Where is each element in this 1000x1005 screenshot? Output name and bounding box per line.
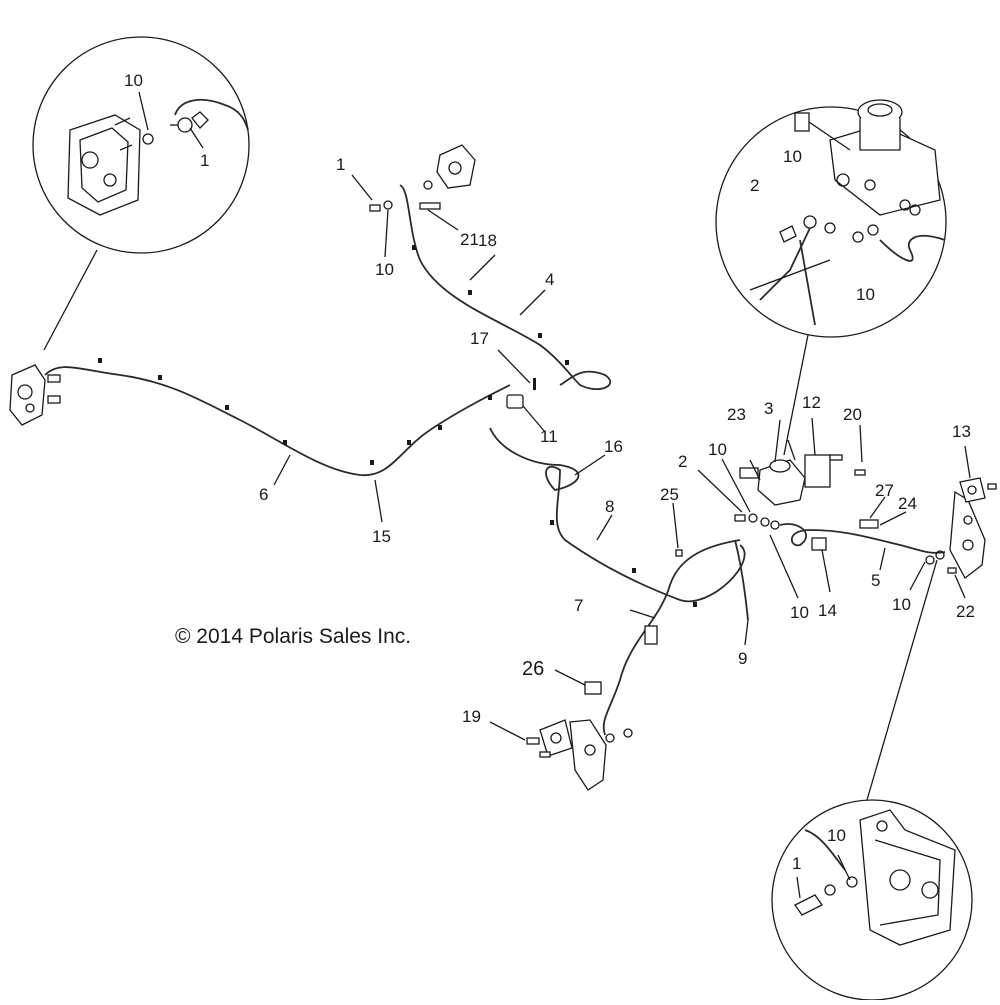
callout: 19 (462, 707, 481, 726)
callout: 5 (871, 571, 880, 590)
callout: 24 (898, 494, 917, 513)
callout: 3 (764, 399, 773, 418)
callout: 21 (460, 230, 479, 249)
callout: 14 (818, 601, 837, 620)
line-clips-top (412, 245, 569, 365)
leader-lines (138, 91, 971, 899)
detail-circle-rear-caliper (771, 559, 973, 1001)
line-clips-mid (550, 520, 697, 607)
callout: 15 (372, 527, 391, 546)
callout: 18 (478, 231, 497, 250)
master-cylinder (734, 454, 831, 530)
front-left-caliper (9, 364, 61, 426)
brake-line-8 (489, 427, 746, 603)
detail-circle-master-cylinder (715, 99, 947, 456)
callout: 2 (678, 452, 687, 471)
callout: 22 (956, 602, 975, 621)
callout: 10 (783, 147, 802, 166)
line-clips-left (98, 358, 492, 465)
callout: 12 (802, 393, 821, 412)
hose-bracket-26 (584, 681, 602, 695)
callout: 10 (375, 260, 394, 279)
callout: 6 (259, 485, 268, 504)
callout: 9 (738, 649, 747, 668)
callout: 26 (522, 658, 544, 680)
callout: 10 (856, 285, 875, 304)
callout: 1 (336, 155, 345, 174)
rear-right-caliper (925, 477, 997, 579)
callout: 10 (892, 595, 911, 614)
brake-line-9 (734, 539, 749, 621)
junction-block (506, 378, 536, 409)
detail-circle-front-left (32, 36, 250, 351)
clip-bracket (644, 625, 658, 645)
callout: 16 (604, 437, 623, 456)
callout-labels: 10 1 1 10 21 18 4 17 11 16 6 15 10 2 10 … (124, 71, 975, 873)
callout: 10 (708, 440, 727, 459)
callout: 25 (660, 485, 679, 504)
fasteners (675, 454, 866, 557)
rear-left-caliper (526, 719, 633, 791)
callout: 10 (827, 826, 846, 845)
copyright-text: © 2014 Polaris Sales Inc. (175, 625, 411, 648)
callout: 23 (727, 405, 746, 424)
callout: 13 (952, 422, 971, 441)
callout: 27 (875, 481, 894, 500)
clip-27 (859, 519, 879, 529)
callout: 1 (200, 151, 209, 170)
brake-line-6 (44, 366, 511, 476)
callout: 8 (605, 497, 614, 516)
bracket-14 (811, 537, 827, 551)
brake-line-7 (602, 539, 741, 736)
callout: 10 (790, 603, 809, 622)
callout: 17 (470, 329, 489, 348)
callout: 7 (574, 596, 583, 615)
callout: 20 (843, 405, 862, 424)
brake-line-4 (399, 184, 612, 390)
callout: 11 (540, 427, 558, 446)
callout: 10 (124, 71, 143, 90)
callout: 2 (750, 176, 759, 195)
callout: 4 (545, 270, 554, 289)
front-right-caliper (369, 144, 476, 212)
brake-line-5 (779, 523, 946, 554)
callout: 1 (792, 854, 801, 873)
